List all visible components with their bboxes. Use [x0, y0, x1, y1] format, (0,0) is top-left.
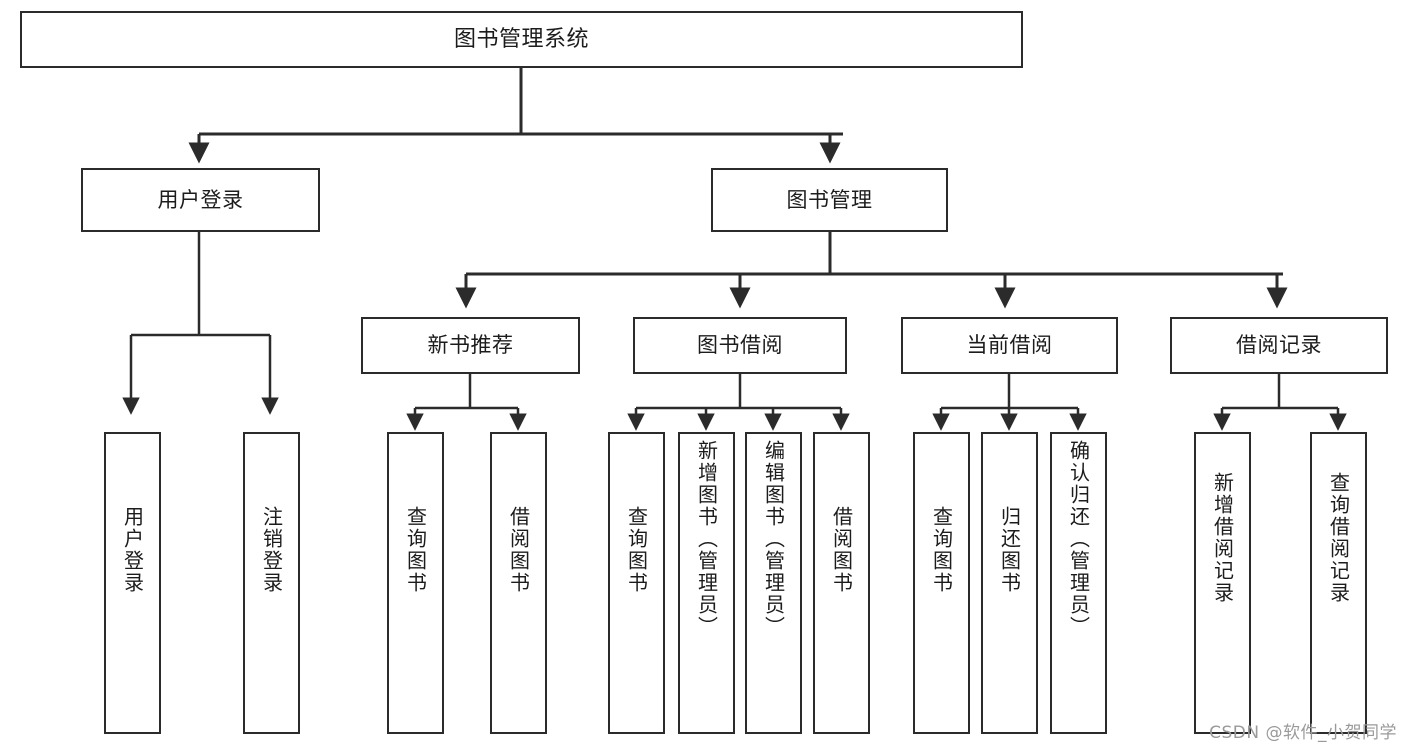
node-leaf-query-borrow-record[interactable]: 查询借阅记录 — [1310, 432, 1367, 734]
node-leaf-query-book-1-label: 查询图书 — [403, 506, 428, 594]
node-leaf-query-book-3-label: 查询图书 — [929, 506, 954, 594]
csdn-watermark: CSDN @软件_小贺同学 — [1209, 723, 1397, 743]
node-current-borrow[interactable]: 当前借阅 — [901, 317, 1118, 374]
node-root[interactable]: 图书管理系统 — [20, 11, 1023, 68]
node-book-manage-label: 图书管理 — [786, 187, 873, 212]
node-book-borrow-label: 图书借阅 — [697, 333, 783, 358]
node-user-login-label: 用户登录 — [157, 187, 244, 212]
node-leaf-logout-login-label: 注销登录 — [259, 506, 284, 594]
node-leaf-query-borrow-record-label: 查询借阅记录 — [1326, 472, 1351, 604]
node-leaf-return-book-label: 归还图书 — [997, 506, 1022, 594]
node-borrow-record[interactable]: 借阅记录 — [1170, 317, 1388, 374]
node-leaf-add-book-admin[interactable]: 新增图书（管理员） — [678, 432, 735, 734]
node-leaf-return-book[interactable]: 归还图书 — [981, 432, 1038, 734]
node-leaf-query-book-3[interactable]: 查询图书 — [913, 432, 970, 734]
node-user-login[interactable]: 用户登录 — [81, 168, 320, 232]
node-leaf-query-book-1[interactable]: 查询图书 — [387, 432, 444, 734]
node-new-book-recommend-label: 新书推荐 — [427, 333, 514, 358]
node-leaf-query-book-2-label: 查询图书 — [624, 506, 649, 594]
node-borrow-record-label: 借阅记录 — [1236, 333, 1322, 358]
node-leaf-add-borrow-record-label: 新增借阅记录 — [1210, 472, 1235, 604]
node-book-manage[interactable]: 图书管理 — [711, 168, 948, 232]
node-book-borrow[interactable]: 图书借阅 — [633, 317, 847, 374]
node-leaf-logout-login[interactable]: 注销登录 — [243, 432, 300, 734]
node-leaf-borrow-book-1[interactable]: 借阅图书 — [490, 432, 547, 734]
node-leaf-borrow-book-2-label: 借阅图书 — [829, 506, 854, 594]
node-leaf-edit-book-admin-label: 编辑图书（管理员） — [761, 440, 786, 638]
node-leaf-add-book-admin-label: 新增图书（管理员） — [694, 440, 719, 638]
node-leaf-user-login-label: 用户登录 — [120, 506, 145, 594]
node-leaf-add-borrow-record[interactable]: 新增借阅记录 — [1194, 432, 1251, 734]
node-new-book-recommend[interactable]: 新书推荐 — [361, 317, 580, 374]
node-leaf-confirm-return-admin[interactable]: 确认归还（管理员） — [1050, 432, 1107, 734]
node-leaf-borrow-book-2[interactable]: 借阅图书 — [813, 432, 870, 734]
node-leaf-borrow-book-1-label: 借阅图书 — [506, 506, 531, 594]
node-leaf-query-book-2[interactable]: 查询图书 — [608, 432, 665, 734]
node-leaf-user-login[interactable]: 用户登录 — [104, 432, 161, 734]
node-current-borrow-label: 当前借阅 — [966, 333, 1053, 358]
node-leaf-confirm-return-admin-label: 确认归还（管理员） — [1066, 440, 1091, 638]
node-leaf-edit-book-admin[interactable]: 编辑图书（管理员） — [745, 432, 802, 734]
node-root-label: 图书管理系统 — [453, 26, 589, 52]
